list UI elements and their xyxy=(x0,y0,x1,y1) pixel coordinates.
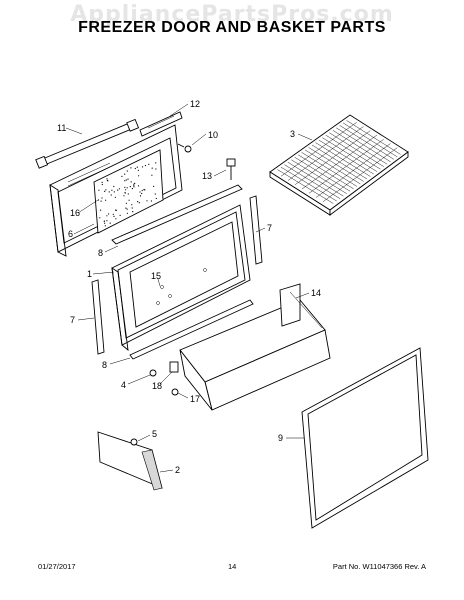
leader-lines xyxy=(65,103,313,473)
part-18-clip xyxy=(169,361,179,373)
callout-9: 9 xyxy=(278,433,283,443)
callout-7-left: 7 xyxy=(70,315,75,325)
footer-part-number: Part No. W11047366 Rev. A xyxy=(332,562,426,571)
callout-5: 5 xyxy=(152,429,157,439)
callout-16: 16 xyxy=(70,208,80,218)
watermark: AppliancePartsPros.com xyxy=(70,2,394,27)
part-6-outer-door-panel xyxy=(49,124,183,257)
callout-2: 2 xyxy=(175,465,180,475)
page-title: FREEZER DOOR AND BASKET PARTS xyxy=(78,19,386,36)
part-14-basket xyxy=(179,283,331,411)
part-17-screw xyxy=(171,388,179,396)
callout-13: 13 xyxy=(202,171,212,181)
part-2-kick-plate xyxy=(97,431,163,491)
part-9-door-gasket xyxy=(301,347,429,529)
part-7-right-bracket xyxy=(249,195,263,265)
callout-17: 17 xyxy=(190,394,200,404)
callout-4: 4 xyxy=(121,380,126,390)
callout-14: 14 xyxy=(311,288,321,298)
callout-10: 10 xyxy=(208,130,218,140)
part-12-top-trim xyxy=(139,111,183,137)
part-1-inner-door-liner xyxy=(111,204,251,352)
footer-page-number: 14 xyxy=(228,562,237,571)
callout-3: 3 xyxy=(290,129,295,139)
callout-8-lower: 8 xyxy=(102,360,107,370)
part-7-left-bracket xyxy=(91,279,105,355)
part-11-handle xyxy=(35,118,140,169)
part-13-screw xyxy=(226,158,236,180)
part-10-screw xyxy=(177,143,192,153)
callout-11: 11 xyxy=(57,123,66,133)
callout-15: 15 xyxy=(151,271,161,281)
part-8-upper-bar xyxy=(111,184,243,245)
callout-18: 18 xyxy=(152,381,162,391)
callout-7-right: 7 xyxy=(267,223,272,233)
part-5-screw xyxy=(130,438,138,446)
callout-12: 12 xyxy=(190,99,200,109)
footer-date: 01/27/2017 xyxy=(38,562,76,571)
callout-6: 6 xyxy=(68,229,73,239)
part-3-wire-shelf xyxy=(269,114,409,216)
callout-1: 1 xyxy=(87,269,92,279)
callout-8-upper: 8 xyxy=(98,248,103,258)
part-8-lower-bar xyxy=(129,299,254,360)
callout-labels: 11 12 10 3 13 16 6 7 8 1 15 7 14 8 4 18 … xyxy=(57,99,321,475)
part-4-screw xyxy=(149,369,157,377)
